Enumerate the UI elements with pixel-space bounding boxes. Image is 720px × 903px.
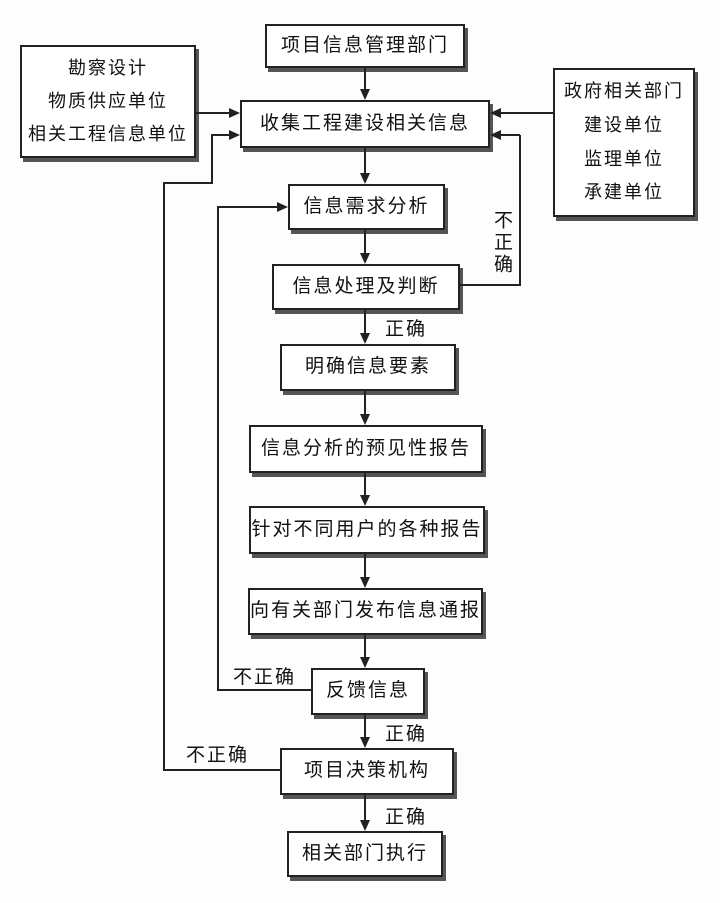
arrowhead-right <box>229 108 240 118</box>
node-label: 项目决策机构 <box>303 760 430 782</box>
node-label: 明确信息要素 <box>304 356 431 378</box>
arrowhead-down <box>360 333 370 344</box>
edge-label-incorrect: 不正确 <box>233 667 297 688</box>
arrowhead-down <box>360 820 370 831</box>
node-label: 反馈信息 <box>325 680 410 702</box>
node-label-line: 监理单位 <box>584 148 664 169</box>
connector-leftsources-to-collect <box>196 112 231 114</box>
node-label: 收集工程建设相关信息 <box>259 112 470 134</box>
node-government-sources: 政府相关部门 建设单位 监理单位 承建单位 <box>553 68 695 217</box>
node-label-line: 建设单位 <box>584 114 664 135</box>
node-decision-body: 项目决策机构 <box>280 748 454 795</box>
connector-top-to-collect <box>364 68 366 92</box>
edge-label-incorrect: 不正确 <box>186 745 250 766</box>
arrowhead-down <box>360 414 370 425</box>
node-collect-info: 收集工程建设相关信息 <box>240 100 490 148</box>
connector-decision-incorrect-h3 <box>211 134 231 136</box>
edge-label-correct: 正确 <box>385 724 428 745</box>
arrowhead-right <box>277 202 288 212</box>
connector-decision-incorrect-v2 <box>211 135 213 184</box>
connector-feedback-incorrect-h1 <box>217 689 311 691</box>
connector-collect-to-demand <box>364 148 366 175</box>
arrowhead-right <box>229 130 240 140</box>
arrowhead-down <box>360 577 370 588</box>
node-label-line: 政府相关部门 <box>564 81 684 102</box>
node-project-info-dept: 项目信息管理部门 <box>265 24 465 68</box>
node-survey-supply-sources: 勘察设计 物质供应单位 相关工程信息单位 <box>20 45 196 158</box>
connector-process-incorrect-v <box>519 135 521 286</box>
connector-demand-to-process <box>364 230 366 255</box>
node-label: 项目信息管理部门 <box>280 34 449 56</box>
arrowhead-down <box>360 89 370 100</box>
arrowhead-down <box>360 253 370 264</box>
arrowhead-left <box>490 108 501 118</box>
connector-decision-to-execute <box>364 795 366 822</box>
node-label-line: 勘察设计 <box>68 57 148 78</box>
node-execute-depts: 相关部门执行 <box>287 831 443 877</box>
connector-userreports-to-notify <box>364 554 366 579</box>
connector-notify-to-feedback <box>364 635 366 659</box>
node-label: 针对不同用户的各种报告 <box>251 518 483 540</box>
node-label: 相关部门执行 <box>301 842 428 864</box>
connector-process-to-clarify <box>364 310 366 335</box>
arrowhead-down <box>360 173 370 184</box>
arrowhead-down <box>360 495 370 506</box>
connector-decision-incorrect-v1 <box>163 183 165 771</box>
connector-rightsources-to-collect <box>501 112 553 114</box>
edge-label-incorrect: 不正确 <box>491 210 512 276</box>
connector-feedback-incorrect-v <box>217 207 219 691</box>
connector-process-incorrect-h2 <box>501 134 520 136</box>
node-publish-notification: 向有关部门发布信息通报 <box>248 588 483 635</box>
edge-label-correct: 正确 <box>385 319 428 340</box>
connector-feedback-incorrect-h2 <box>217 206 278 208</box>
node-label: 信息处理及判断 <box>292 275 440 297</box>
connector-feedback-to-decision <box>364 715 366 739</box>
connector-forecast-to-userreports <box>364 473 366 497</box>
node-info-processing-judgment: 信息处理及判断 <box>272 264 460 310</box>
node-label-line: 承建单位 <box>584 182 664 203</box>
node-info-demand-analysis: 信息需求分析 <box>288 184 445 230</box>
edge-label-correct: 正确 <box>385 807 428 828</box>
connector-decision-incorrect-h1 <box>163 769 280 771</box>
arrowhead-down <box>360 737 370 748</box>
connector-clarify-to-forecast <box>364 391 366 416</box>
node-label-line: 物质供应单位 <box>48 90 168 111</box>
node-feedback-info: 反馈信息 <box>311 668 425 715</box>
node-label: 向有关部门发布信息通报 <box>250 600 482 622</box>
node-clarify-info-elements: 明确信息要素 <box>280 344 456 391</box>
arrowhead-down <box>360 657 370 668</box>
connector-process-incorrect-h1 <box>460 284 521 286</box>
node-label-line: 相关工程信息单位 <box>28 123 188 144</box>
connector-decision-incorrect-h2 <box>163 182 213 184</box>
node-label: 信息分析的预见性报告 <box>260 437 471 459</box>
arrowhead-left <box>490 130 501 140</box>
node-user-reports: 针对不同用户的各种报告 <box>249 506 485 554</box>
node-forecast-report: 信息分析的预见性报告 <box>249 425 483 473</box>
node-label: 信息需求分析 <box>303 195 430 217</box>
